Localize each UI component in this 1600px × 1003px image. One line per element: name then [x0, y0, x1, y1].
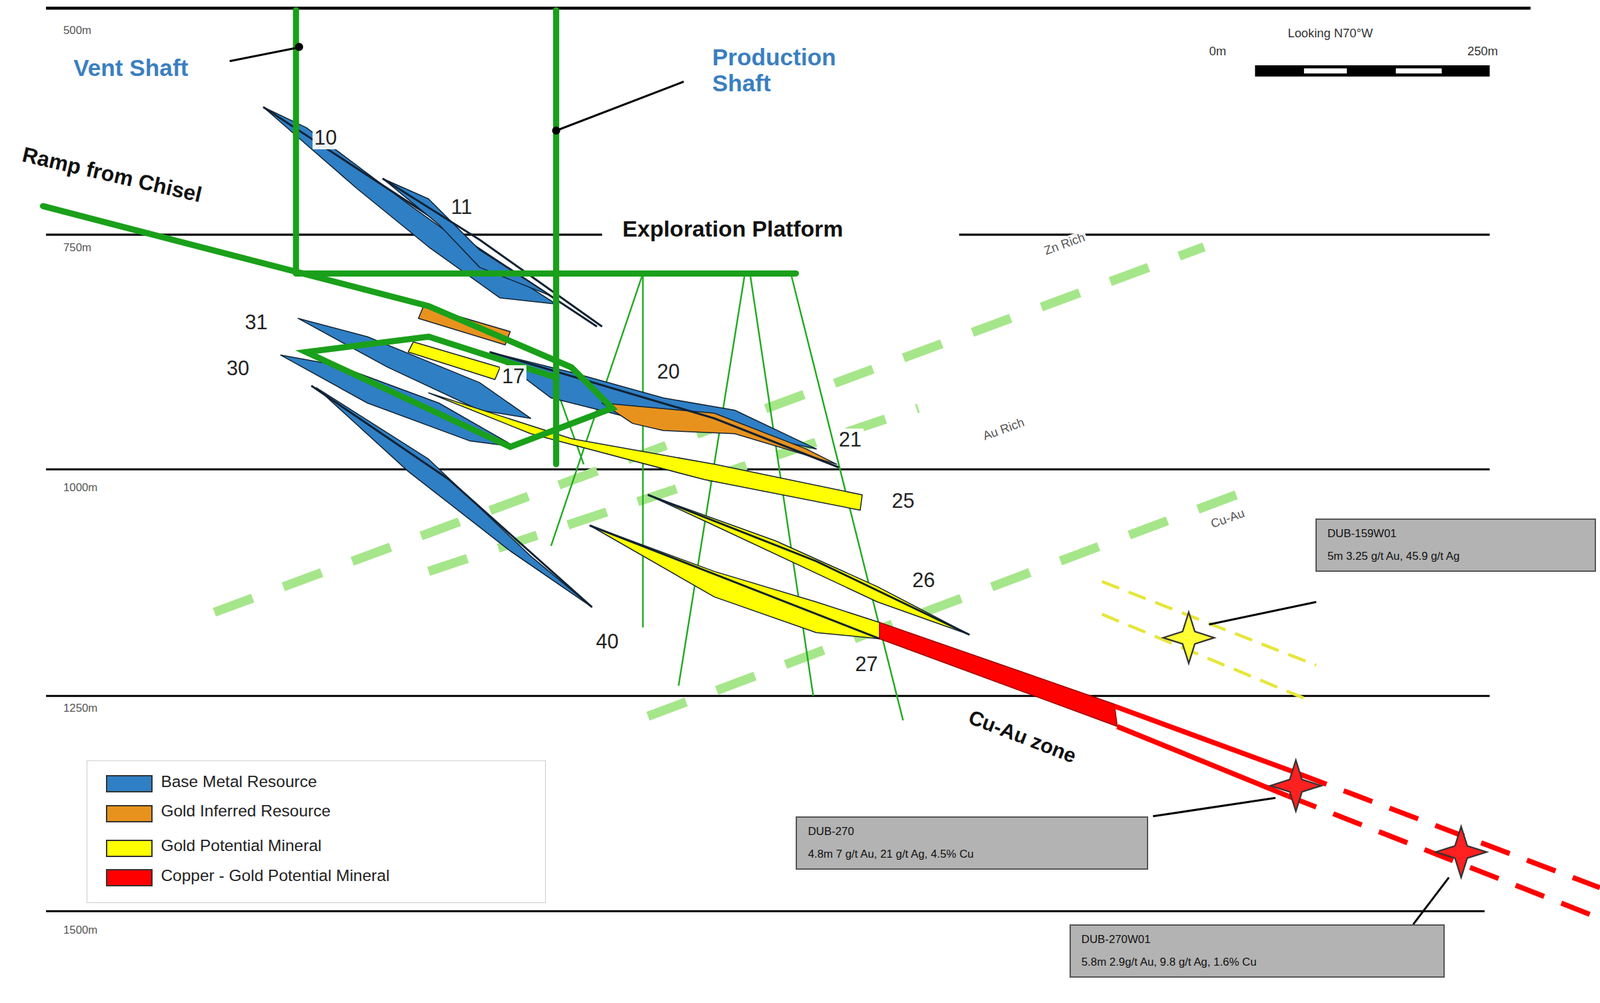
legend-text: Gold Potential Mineral — [160, 836, 322, 855]
lens-number: 31 — [242, 311, 270, 334]
depth-label: 750m — [63, 241, 92, 255]
hole-id: DUB-270W01 — [1081, 932, 1434, 947]
lens-number: 10 — [312, 126, 340, 150]
ramp-label: Ramp from Chisel — [19, 143, 204, 208]
legend-text: Base Metal Resource — [160, 772, 317, 792]
lens-number: 21 — [836, 428, 864, 452]
callout-box: DUB-270 4.8m 7 g/t Au, 21 g/t Ag, 4.5% Cu — [795, 816, 1148, 870]
zone-label: Cu-Au zone — [963, 705, 1081, 769]
lens-number: 26 — [910, 569, 937, 592]
shaft-label: Production Shaft — [712, 44, 876, 96]
legend-swatch — [105, 804, 153, 823]
depth-label: 1500m — [63, 924, 98, 937]
hole-id: DUB-270 — [807, 824, 1136, 839]
lens-number: 20 — [655, 360, 682, 384]
depth-label: 500m — [63, 24, 92, 38]
lens-number: 27 — [852, 653, 880, 676]
trend-label: Au Rich — [979, 415, 1029, 444]
legend-swatch — [105, 868, 153, 887]
hole-id: DUB-159W01 — [1327, 526, 1585, 542]
legend-swatch — [105, 775, 153, 793]
shaft-label: Vent Shaft — [73, 55, 188, 82]
lens-number: 11 — [449, 195, 475, 219]
legend-box: Base Metal ResourceGold Inferred Resourc… — [86, 760, 546, 903]
depth-label: 1250m — [63, 702, 98, 716]
legend-text: Gold Inferred Resource — [160, 801, 331, 821]
scale-label: 0m — [1209, 44, 1227, 58]
lens-number: 17 — [499, 365, 527, 388]
assay-result: 4.8m 7 g/t Au, 21 g/t Ag, 4.5% Cu — [807, 846, 1136, 862]
platform-label: Exploration Platform — [620, 216, 845, 242]
callout-box: DUB-159W01 5m 3.25 g/t Au, 45.9 g/t Ag — [1315, 518, 1597, 572]
lens-number: 30 — [224, 357, 252, 380]
legend-swatch — [105, 839, 153, 857]
depth-label: 1000m — [63, 481, 98, 495]
view-direction: Looking N70°W — [1287, 26, 1373, 40]
scale-label: 250m — [1467, 44, 1499, 58]
lens-number: 25 — [889, 489, 917, 513]
assay-result: 5m 3.25 g/t Au, 45.9 g/t Ag — [1327, 549, 1585, 564]
lens-number: 40 — [593, 630, 621, 654]
assay-result: 5.8m 2.9g/t Au, 9.8 g/t Ag, 1.6% Cu — [1081, 954, 1434, 970]
callout-box: DUB-270W01 5.8m 2.9g/t Au, 9.8 g/t Ag, 1.… — [1069, 924, 1446, 978]
legend-text: Copper - Gold Potential Mineral — [160, 866, 390, 885]
trend-label: Cu-Au — [1206, 505, 1248, 532]
